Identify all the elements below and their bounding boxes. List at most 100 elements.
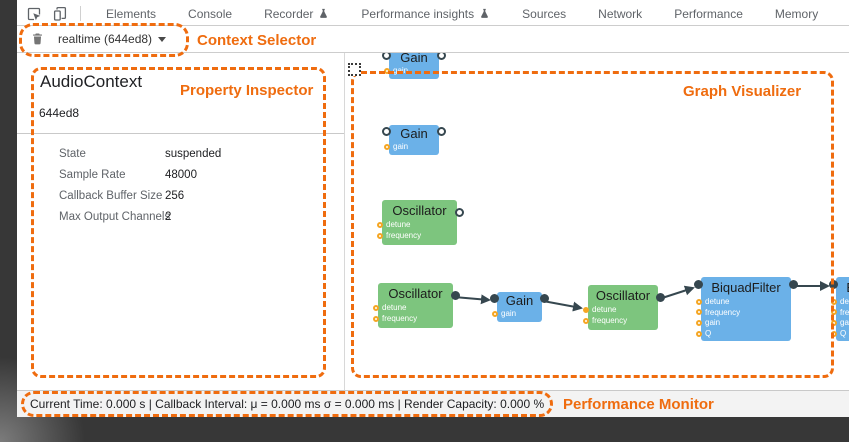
property-value: 2	[165, 210, 172, 223]
webaudio-toolbar: realtime (644ed8)	[17, 26, 849, 53]
toolbar-divider	[80, 6, 81, 21]
param-label: gain	[840, 318, 849, 328]
param-label: frequency	[592, 316, 628, 325]
param-port	[696, 298, 702, 305]
param-port	[492, 310, 498, 317]
param-label: detune	[386, 220, 411, 229]
tab-sources[interactable]: Sources	[506, 2, 582, 25]
input-port	[829, 280, 838, 289]
output-port	[455, 208, 464, 217]
inspect-element-button[interactable]	[25, 5, 43, 23]
param-label: frequency	[382, 314, 418, 323]
param-detune: detune	[696, 297, 729, 306]
context-selector-dropdown[interactable]: realtime (644ed8)	[58, 32, 167, 46]
graph-node-oscillator-3[interactable]: Oscillator detune frequency	[583, 285, 665, 330]
tab-memory[interactable]: Memory	[759, 2, 834, 25]
input-port	[382, 53, 391, 60]
param-port	[373, 304, 379, 311]
property-label: Max Output Channels	[59, 210, 171, 223]
output-port	[437, 127, 446, 136]
param-port	[583, 306, 589, 313]
output-port	[451, 291, 460, 300]
tab-label: Elements	[106, 6, 157, 21]
context-selector-value: realtime (644ed8)	[58, 32, 153, 46]
tab-recorder[interactable]: Recorder	[248, 2, 345, 25]
experiment-flask-icon	[481, 8, 489, 18]
graph-node-oscillator-1[interactable]: Oscillator detune frequency	[377, 200, 464, 245]
param-port	[831, 319, 837, 326]
device-toolbar-button[interactable]	[51, 5, 69, 23]
param-port	[696, 319, 702, 326]
param-frequency: frequency	[373, 314, 417, 323]
param-detune: detune	[373, 303, 406, 312]
graph-edge	[542, 300, 583, 312]
tab-elements[interactable]: Elements	[90, 2, 172, 25]
output-port	[437, 53, 446, 60]
experiment-flask-icon	[320, 8, 328, 18]
param-port	[831, 330, 837, 337]
node-title: Gain	[400, 53, 428, 65]
param-frequency: frequency	[377, 231, 421, 240]
param-label: Q	[840, 329, 847, 339]
tab-performance-insights[interactable]: Performance insights	[345, 2, 506, 25]
trash-icon	[32, 33, 42, 45]
graph-edge	[453, 294, 491, 305]
performance-stats: Current Time: 0.000 s | Callback Interva…	[30, 397, 545, 411]
property-label: Sample Rate	[59, 168, 126, 181]
tab-label: Console	[188, 6, 233, 21]
param-port	[377, 221, 383, 228]
node-title: Oscillator	[392, 203, 447, 218]
param-port	[583, 317, 589, 324]
node-title: Oscillator	[388, 286, 443, 301]
performance-monitor-bar: Current Time: 0.000 s | Callback Interva…	[17, 390, 849, 417]
graph-node-oscillator-2[interactable]: Oscillator detune frequency	[373, 283, 460, 328]
param-label: frequency	[705, 307, 741, 317]
param-q: Q	[696, 329, 711, 338]
param-label: gain	[501, 309, 517, 318]
divider	[17, 133, 344, 134]
param-label: detune	[705, 297, 730, 306]
param-port	[377, 232, 383, 239]
param-gain: gain	[831, 318, 849, 327]
param-label: gain	[705, 318, 721, 328]
param-label: detune	[382, 303, 407, 312]
device-toolbar-icon	[53, 6, 67, 21]
param-port	[831, 298, 837, 305]
tab-application[interactable]: Application	[834, 2, 849, 25]
node-title: Oscillator	[595, 288, 651, 303]
property-value: 256	[165, 189, 185, 202]
param-detune: detune	[831, 297, 849, 306]
delete-context-button[interactable]	[28, 30, 46, 48]
input-port	[490, 294, 499, 303]
param-label: gain	[393, 142, 409, 151]
tab-network[interactable]: Network	[582, 2, 658, 25]
param-frequency: frequency	[583, 316, 627, 325]
param-label: detune	[592, 305, 617, 314]
property-value: suspended	[165, 147, 222, 160]
output-port	[789, 280, 798, 289]
param-label: frequency	[386, 231, 422, 240]
tab-performance[interactable]: Performance	[658, 2, 759, 25]
property-row: Sample Rate 48000	[59, 164, 344, 185]
tab-console[interactable]: Console	[172, 2, 248, 25]
tab-label: Performance	[674, 6, 743, 21]
output-port	[540, 294, 549, 303]
param-port	[696, 309, 702, 316]
property-value: 48000	[165, 168, 197, 181]
param-port	[696, 330, 702, 337]
param-gain: gain	[696, 318, 720, 327]
